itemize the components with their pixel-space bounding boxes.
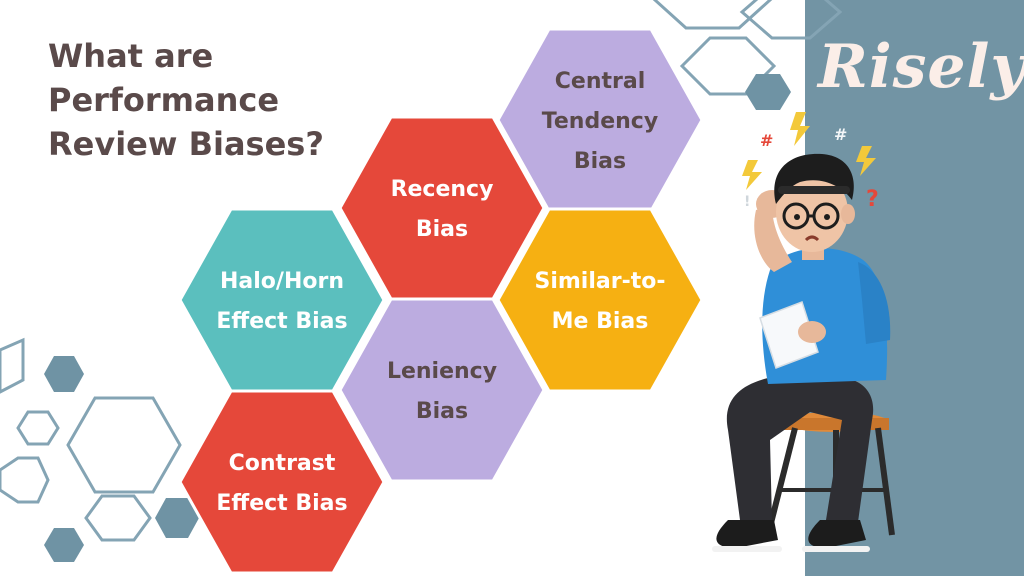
title-line: Performance	[48, 81, 280, 119]
bias-label-line: Contrast	[229, 451, 336, 476]
bias-hexagon-shape	[496, 207, 704, 393]
hash-doodle: #	[834, 125, 847, 144]
hash-doodle: #	[760, 131, 773, 150]
deco-hex-outline	[652, 0, 773, 30]
deco-hex-outline	[66, 396, 182, 494]
top-hex-decoration	[652, 0, 843, 96]
ear	[841, 204, 855, 224]
shoe-left	[716, 520, 778, 548]
stress-doodles: # # ? !	[742, 112, 879, 212]
bottom-hex-solid	[44, 356, 199, 562]
shoe-sole-right	[802, 546, 870, 552]
bias-label-line: Me Bias	[552, 309, 649, 334]
bias-label-line: Bias	[574, 149, 626, 174]
deco-hex-outline	[679, 36, 777, 96]
deco-hex-outline	[0, 456, 50, 504]
eye-left	[794, 214, 800, 220]
mouth	[804, 235, 820, 242]
deco-hex-solid	[44, 356, 84, 392]
question-doodle: ?	[866, 187, 879, 212]
risely-logo: Risely	[818, 32, 1024, 102]
bias-label-line: Halo/Horn	[220, 269, 344, 294]
bias-label-line: Effect Bias	[216, 491, 347, 516]
bias-hexagon-shape	[178, 389, 386, 575]
bias-label-line: Bias	[416, 217, 468, 242]
arm-raised	[754, 206, 792, 272]
bottom-hex-decoration	[0, 337, 182, 542]
deco-hex-outline	[84, 494, 152, 542]
lightning-bolt-icon	[790, 112, 810, 146]
bias-label-line: Bias	[416, 399, 468, 424]
deco-hex-outline	[0, 337, 25, 394]
bias-label-line: Similar-to-	[535, 269, 666, 294]
character-illustration	[712, 153, 895, 552]
shoe-right	[808, 520, 866, 548]
deco-hex-solid	[44, 528, 84, 562]
trousers	[726, 378, 874, 522]
deco-hex-outline	[739, 0, 843, 40]
deco-hex-outline	[16, 410, 60, 446]
hair-band	[778, 186, 850, 194]
page-title: What are Performance Review Biases?	[48, 34, 324, 166]
bias-hexagon-shape	[338, 297, 546, 483]
title-line: Review Biases?	[48, 125, 324, 163]
top-hex-solid	[745, 74, 791, 110]
exclaim-doodle: !	[744, 194, 750, 210]
bias-hexagons: CentralTendencyBiasRecencyBiasHalo/HornE…	[178, 27, 704, 575]
bias-label-line: Leniency	[387, 359, 497, 384]
stool-leg	[765, 427, 798, 536]
paper-sheet	[759, 301, 819, 369]
deco-hex-solid	[155, 498, 199, 538]
eye-right	[824, 214, 830, 220]
bias-label-line: Central	[555, 69, 645, 94]
deco-hex-solid	[745, 74, 791, 110]
stool-leg	[875, 427, 895, 536]
lightning-bolt-icon	[742, 160, 762, 190]
hair	[774, 153, 854, 204]
shoe-sole-left	[712, 546, 782, 552]
bias-label-line: Recency	[391, 177, 494, 202]
shirt-sleeve	[858, 262, 891, 344]
bias-hexagon: Similar-to- Me Bias	[496, 207, 704, 393]
title-line: What are	[48, 37, 214, 75]
lightning-bolt-icon	[856, 146, 876, 176]
bias-label-line: Effect Bias	[216, 309, 347, 334]
bias-label-line: Tendency	[542, 109, 658, 134]
hand-holding-paper	[798, 321, 826, 343]
